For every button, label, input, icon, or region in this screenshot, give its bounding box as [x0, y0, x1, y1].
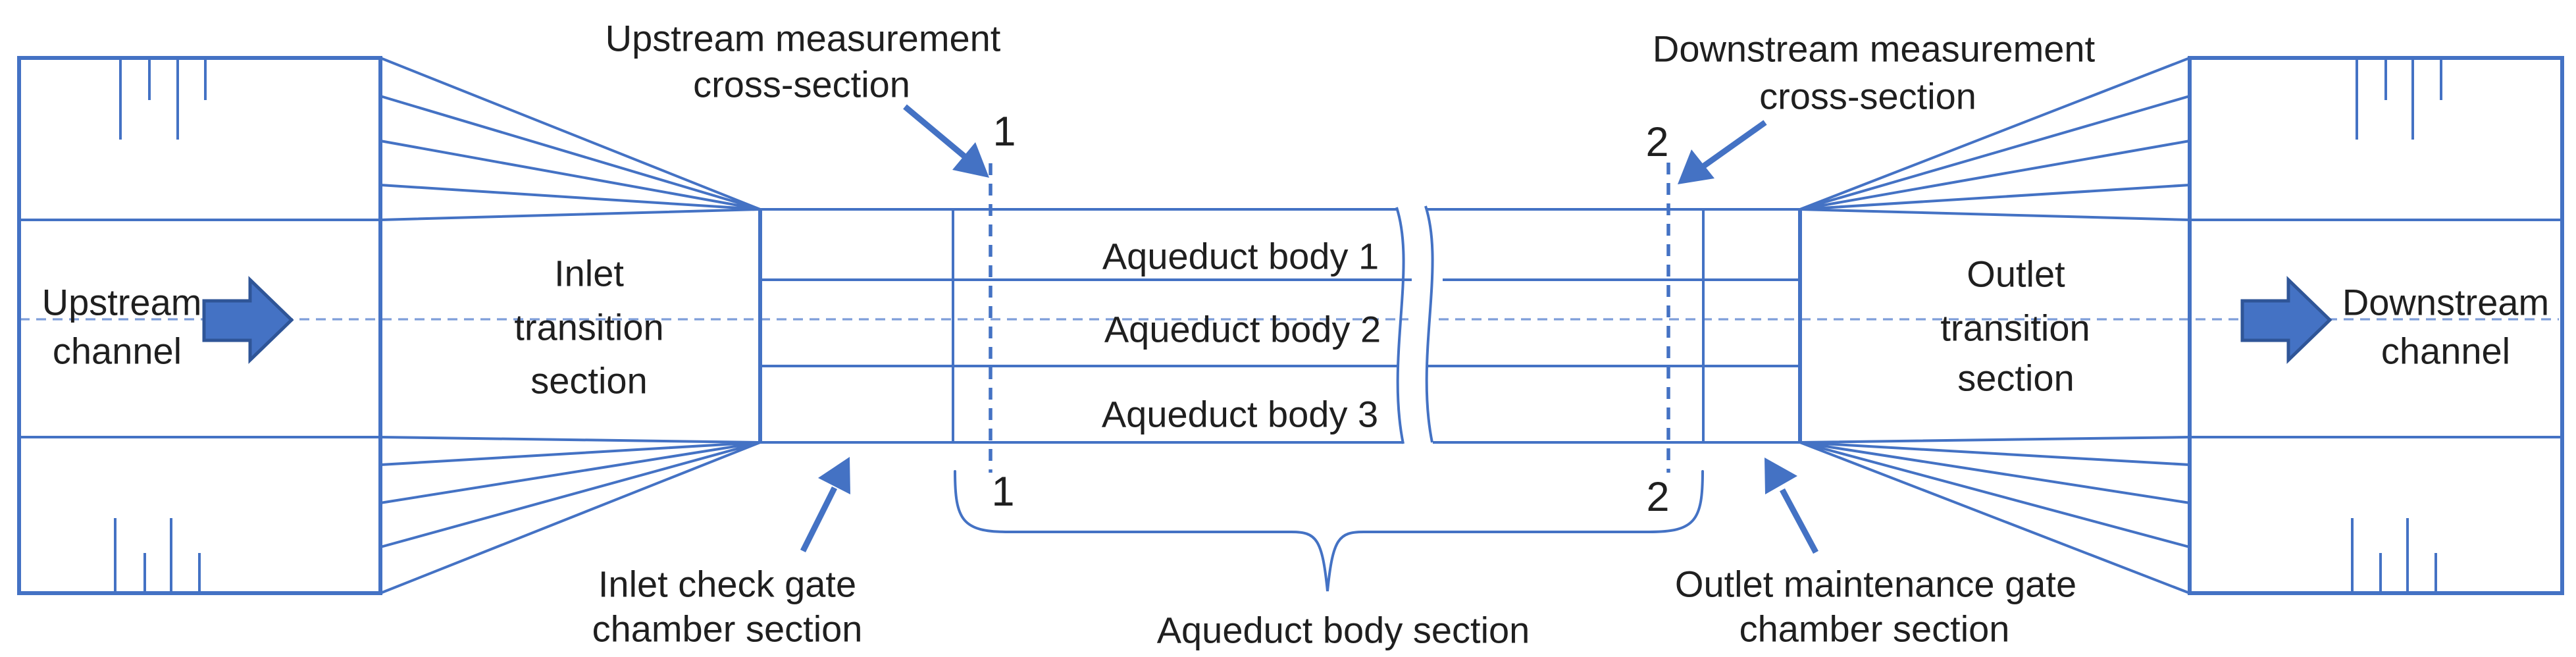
inlet-transition-fan-bottom [380, 436, 761, 594]
upstream-hatch-ticks-bottom [114, 518, 201, 593]
upstream-channel-label-line2: channel [53, 330, 182, 372]
upstream-measurement-label-line2: cross-section [693, 64, 910, 105]
outlet-transition-label-line1: Outlet [1967, 253, 2065, 295]
downstream-measurement-arrow [1700, 120, 1767, 170]
upstream-flow-arrow [202, 276, 294, 364]
aqueduct-body-2-label: Aqueduct body 2 [1104, 309, 1381, 350]
aqueduct-body-section-label: Aqueduct body section [1157, 610, 1530, 651]
downstream-measurement-label-line1: Downstream measurement [1653, 28, 2096, 70]
break-symbol-left-wave [1395, 207, 1405, 444]
section-marker-1-top: 1 [992, 109, 1016, 155]
inlet-transition [380, 57, 761, 594]
upstream-channel-bank-lines [19, 219, 380, 438]
downstream-flow-arrow [2240, 276, 2332, 364]
inlet-gate-chamber-arrowhead-icon [818, 457, 850, 494]
inlet-gate-chamber-label-line2: chamber section [592, 608, 863, 650]
aqueduct-body-3-label: Aqueduct body 3 [1102, 394, 1378, 435]
downstream-channel-outline [2188, 56, 2564, 595]
aqueduct-barrel [758, 205, 1802, 444]
upstream-channel-outline [17, 56, 382, 595]
downstream-hatch-ticks-top [2356, 58, 2442, 140]
downstream-channel [2188, 56, 2564, 595]
section-marker-2-bottom: 2 [1646, 474, 1669, 520]
upstream-channel-label-line1: Upstream [42, 282, 202, 323]
aqueduct-body-section-brace [954, 470, 1704, 592]
section-marker-2-top: 2 [1645, 119, 1668, 165]
outlet-gate-chamber-arrowhead-icon [1765, 458, 1797, 494]
inlet-transition-label-line1: Inlet [554, 253, 624, 294]
inlet-gate-chamber-arrow [800, 486, 838, 553]
section-marker-1-bottom: 1 [991, 469, 1014, 515]
upstream-measurement-arrowhead-icon [952, 142, 989, 178]
inlet-transition-fan-top [380, 57, 761, 221]
upstream-channel [17, 56, 382, 595]
outlet-transition-label-line2: transition [1940, 307, 2090, 349]
diagram-labels: Upstream channel Inlet transition sectio… [42, 18, 2550, 651]
upstream-hatch-ticks-top [119, 58, 207, 140]
upstream-measurement-label-line1: Upstream measurement [605, 18, 1001, 59]
outlet-gate-chamber-arrow [1780, 488, 1818, 554]
outlet-transition-fan-bottom [1799, 436, 2190, 594]
outlet-gate-chamber-label-line1: Outlet maintenance gate [1675, 564, 2076, 605]
break-symbol-right-wave [1424, 205, 1434, 443]
downstream-measurement-arrowhead-icon [1678, 149, 1714, 184]
downstream-hatch-ticks-bottom [2351, 518, 2437, 593]
outlet-transition-fan-top [1799, 57, 2190, 221]
aqueduct-body-1-label: Aqueduct body 1 [1102, 236, 1379, 277]
outlet-transition [1799, 57, 2190, 594]
outlet-gate-chamber-label-line2: chamber section [1739, 608, 2010, 650]
inlet-transition-label-line2: transition [514, 307, 663, 348]
inlet-gate-chamber-label-line1: Inlet check gate [598, 564, 856, 605]
downstream-channel-bank-lines [2190, 219, 2562, 438]
downstream-measurement-label-line2: cross-section [1759, 76, 1976, 117]
inlet-transition-label-line3: section [530, 360, 647, 402]
downstream-channel-label-line1: Downstream [2342, 282, 2549, 323]
outlet-transition-label-line3: section [1957, 357, 2074, 399]
downstream-channel-label-line2: channel [2381, 330, 2510, 372]
pointer-arrows [800, 104, 1818, 554]
upstream-measurement-arrow [903, 104, 967, 159]
